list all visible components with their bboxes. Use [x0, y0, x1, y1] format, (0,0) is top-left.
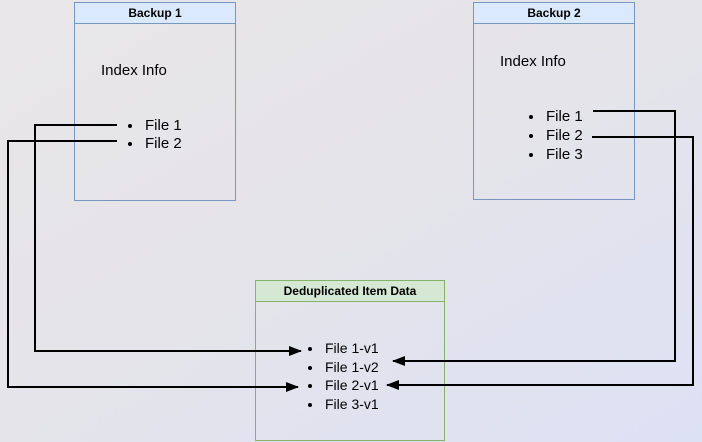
deduplicated-item-data-box: Deduplicated Item Data File 1-v1File 1-v… [255, 280, 445, 441]
backup1-title: Backup 1 [75, 3, 235, 24]
list-item: File 2 [544, 126, 583, 145]
backup2-file-list: File 1File 2File 3 [474, 107, 583, 164]
backup1-index-info-label: Index Info [101, 62, 167, 79]
list-item: File 3 [544, 145, 583, 164]
backup1-box: Backup 1 Index Info File 1File 2 [74, 2, 236, 201]
backup2-title: Backup 2 [474, 3, 634, 24]
backup2-box: Backup 2 Index Info File 1File 2File 3 [473, 2, 635, 200]
dedup-item-list: File 1-v1File 1-v2File 2-v1File 3-v1 [256, 339, 379, 413]
list-item: File 2 [143, 135, 182, 153]
list-item: File 2-v1 [323, 376, 379, 395]
dedup-title: Deduplicated Item Data [256, 281, 444, 302]
list-item: File 3-v1 [323, 395, 379, 414]
list-item: File 1-v2 [323, 358, 379, 377]
backup1-file-list: File 1File 2 [75, 117, 182, 153]
list-item: File 1 [544, 107, 583, 126]
list-item: File 1 [143, 117, 182, 135]
list-item: File 1-v1 [323, 339, 379, 358]
backup2-index-info-label: Index Info [500, 53, 566, 70]
